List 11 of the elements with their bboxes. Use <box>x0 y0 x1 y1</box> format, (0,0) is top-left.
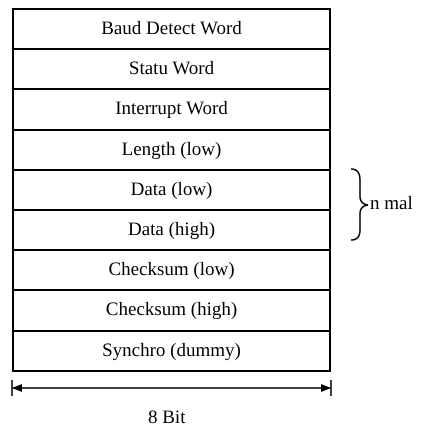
memory-field: Synchro (dummy) <box>12 330 331 372</box>
memory-field: Checksum (low) <box>12 249 331 292</box>
width-label: 8 Bit <box>148 407 186 429</box>
memory-field: Baud Detect Word <box>12 8 331 50</box>
memory-field: Interrupt Word <box>12 88 331 131</box>
memory-field: Checksum (high) <box>12 289 331 332</box>
memory-field: Length (low) <box>12 128 331 171</box>
memory-field: Data (low) <box>12 168 331 211</box>
memory-field: Data (high) <box>12 209 331 252</box>
repeat-note: n mal <box>370 193 413 215</box>
memory-field: Statu Word <box>12 48 331 90</box>
